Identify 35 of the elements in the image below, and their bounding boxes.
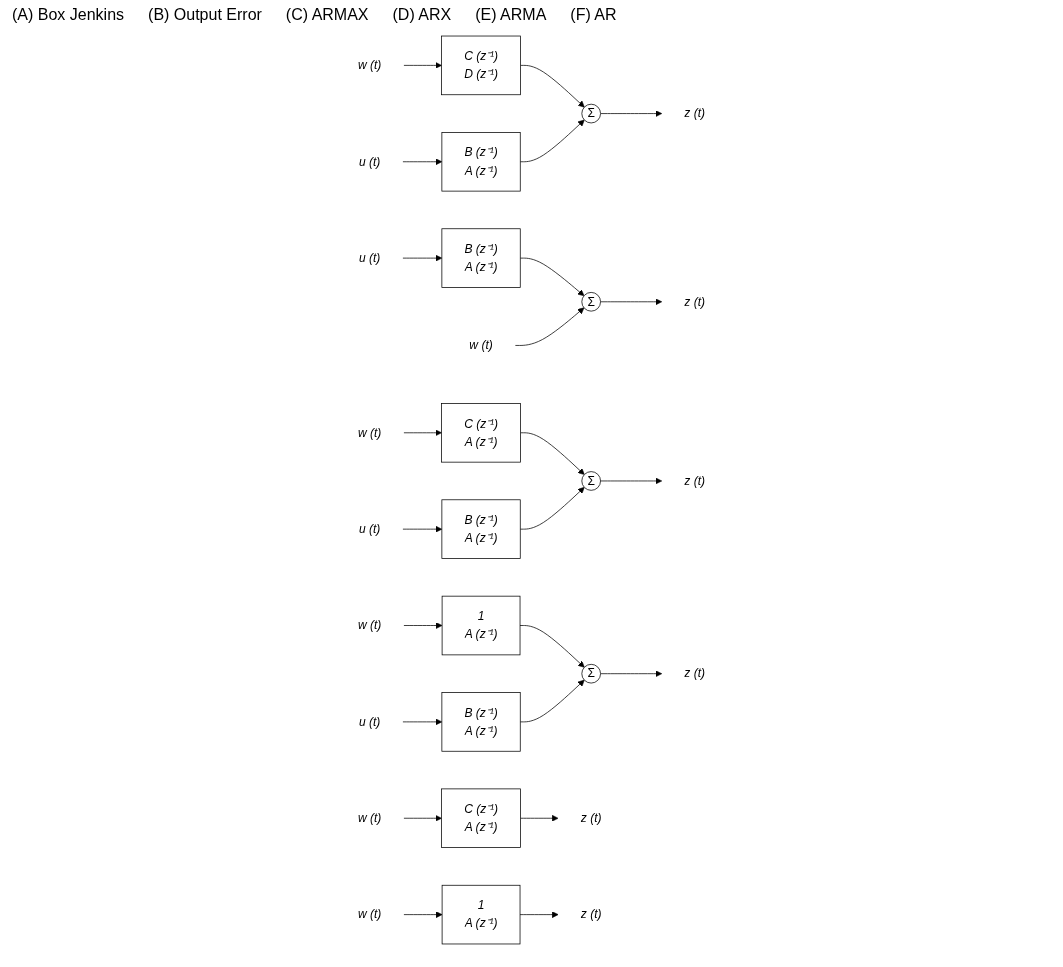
node-text: w (t) bbox=[357, 58, 382, 72]
node-text: u (t) bbox=[358, 522, 381, 536]
node-text: u (t) bbox=[358, 154, 381, 168]
node-circle: Σ bbox=[581, 103, 601, 124]
node-circle: Σ bbox=[581, 471, 601, 491]
node-text: z (t) bbox=[580, 907, 602, 921]
panel-title: (D) ARX bbox=[392, 6, 452, 24]
node-text: w (t) bbox=[357, 907, 382, 921]
node-text: z (t) bbox=[684, 474, 706, 487]
panel-title: (C) ARMAX bbox=[285, 6, 369, 24]
node-box: B (z⁻¹) A (z⁻¹) bbox=[441, 499, 521, 559]
node-box: B (z⁻¹) A (z⁻¹) bbox=[441, 132, 521, 192]
node-box: 1 A (z⁻¹) bbox=[441, 595, 521, 656]
node-text: w (t) bbox=[357, 426, 382, 439]
node-box: B (z⁻¹) A (z⁻¹) bbox=[441, 692, 521, 752]
node-text: z (t) bbox=[684, 295, 706, 308]
node-box: 1 A (z⁻¹) bbox=[441, 884, 521, 945]
panel-title: (E) ARMA bbox=[475, 6, 547, 24]
node-text: u (t) bbox=[358, 715, 381, 728]
node-text: z (t) bbox=[684, 106, 706, 120]
node-circle: Σ bbox=[581, 663, 601, 684]
node-text: w (t) bbox=[469, 338, 493, 352]
panel-title: (A) Box Jenkins bbox=[12, 6, 125, 24]
node-text: z (t) bbox=[684, 666, 706, 680]
node-box: C (z⁻¹) A (z⁻¹) bbox=[441, 403, 521, 463]
node-text: w (t) bbox=[357, 618, 382, 632]
node-box: B (z⁻¹) A (z⁻¹) bbox=[441, 228, 521, 288]
node-box: C (z⁻¹) D (z⁻¹) bbox=[441, 35, 521, 96]
node-text: u (t) bbox=[358, 251, 381, 265]
node-circle: Σ bbox=[581, 292, 601, 312]
node-text: z (t) bbox=[580, 811, 602, 825]
node-text: w (t) bbox=[357, 811, 382, 825]
panel-title: (B) Output Error bbox=[148, 6, 262, 24]
node-box: C (z⁻¹) A (z⁻¹) bbox=[441, 788, 521, 848]
panel-title: (F) AR bbox=[570, 6, 617, 24]
